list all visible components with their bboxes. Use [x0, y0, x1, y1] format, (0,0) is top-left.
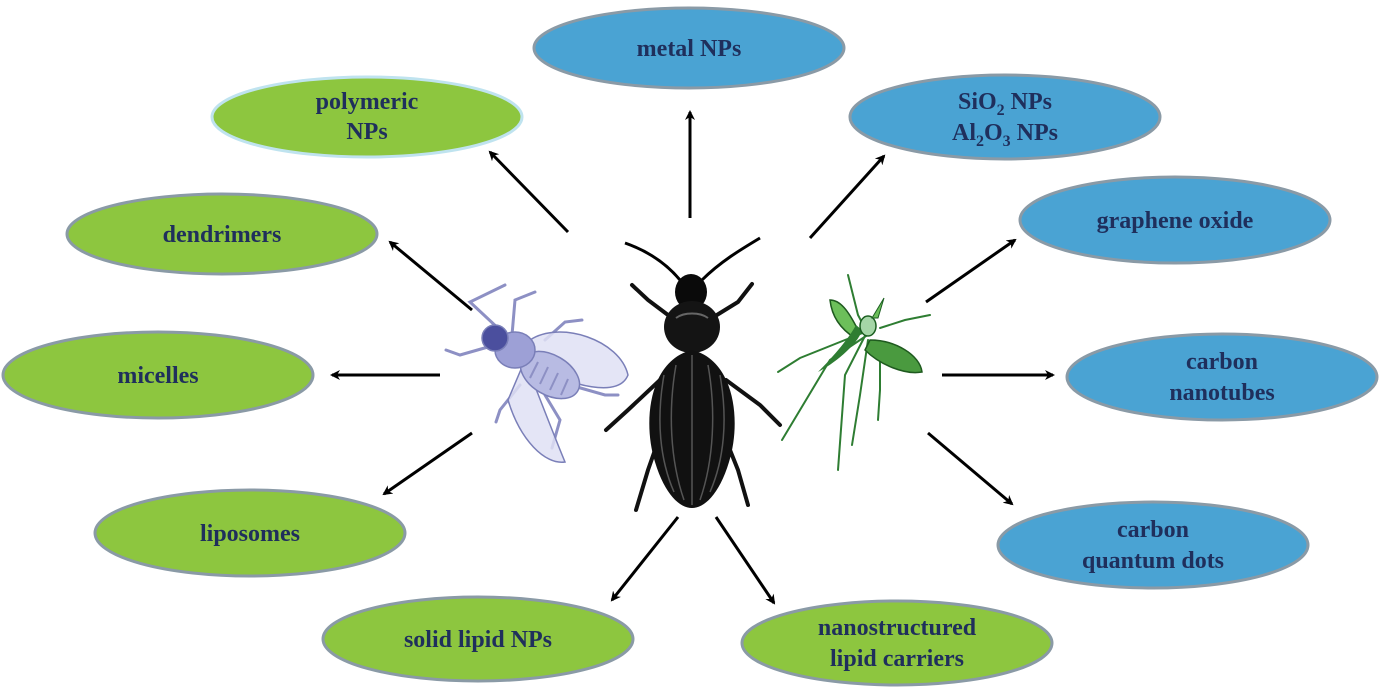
arrow-to-graphene-oxide: [925, 238, 1017, 304]
node-label-line: micelles: [117, 363, 198, 389]
node-liposomes: liposomes: [93, 488, 407, 578]
node-graphene-oxide: graphene oxide: [1018, 175, 1332, 265]
arrow-to-liposomes: [382, 431, 473, 496]
node-carbon-nanotubes: carbon nanotubes: [1065, 332, 1379, 422]
formula-subscript: 3: [1003, 133, 1011, 150]
node-label-line: liposomes: [200, 521, 300, 547]
node-nanostructured-lipid-carriers: nanostructured lipid carriers: [740, 599, 1054, 687]
node-dendrimers: dendrimers: [65, 192, 379, 276]
node-label-line: solid lipid NPs: [404, 627, 552, 653]
arrow-to-nanostructured-lipid-carriers: [714, 516, 776, 605]
node-label-line: carbon: [1117, 517, 1189, 543]
arrow-to-solid-lipid-nps: [610, 516, 680, 602]
node-label-line: graphene oxide: [1097, 208, 1254, 234]
node-label-line: Al2O3 NPs: [952, 120, 1058, 150]
beetle-icon: [604, 236, 782, 512]
node-label-line: dendrimers: [163, 222, 282, 248]
node-label-line: SiO2 NPs: [958, 89, 1052, 119]
node-label-line: lipid carriers: [830, 646, 964, 672]
arrows: [330, 110, 1055, 605]
arrow-to-carbon-quantum-dots: [927, 431, 1014, 506]
node-label-line: nanotubes: [1169, 380, 1274, 406]
arrow-to-dendrimers: [388, 240, 473, 312]
node-label-line: carbon: [1186, 349, 1258, 375]
arrow-to-oxide-nps: [808, 154, 886, 240]
node-label-line: polymeric: [316, 89, 419, 115]
formula-part: NPs: [1011, 120, 1058, 146]
node-polymeric-nps: polymeric NPs: [210, 75, 524, 159]
node-oxide-nps: SiO2 NPs Al2O3 NPs: [848, 73, 1162, 161]
node-label-line: quantum dots: [1082, 548, 1224, 574]
formula-part: Al: [952, 120, 976, 146]
node-label-line: NPs: [346, 119, 387, 145]
node-label-line: nanostructured: [818, 615, 977, 641]
formula-part: O: [984, 120, 1003, 146]
node-metal-nps: metal NPs: [532, 6, 846, 90]
node-carbon-quantum-dots: carbon quantum dots: [996, 500, 1310, 590]
node-solid-lipid-nps: solid lipid NPs: [321, 595, 635, 683]
arrow-to-polymeric-nps: [488, 150, 570, 234]
formula-subscript: 2: [976, 133, 984, 150]
node-micelles: micelles: [1, 330, 315, 420]
node-label-line: metal NPs: [637, 36, 742, 62]
formula-subscript: 2: [997, 102, 1005, 119]
formula-part: NPs: [1005, 89, 1052, 115]
formula-part: SiO: [958, 89, 997, 115]
mosquito-icon: [777, 274, 931, 471]
fly-icon: [444, 283, 629, 463]
